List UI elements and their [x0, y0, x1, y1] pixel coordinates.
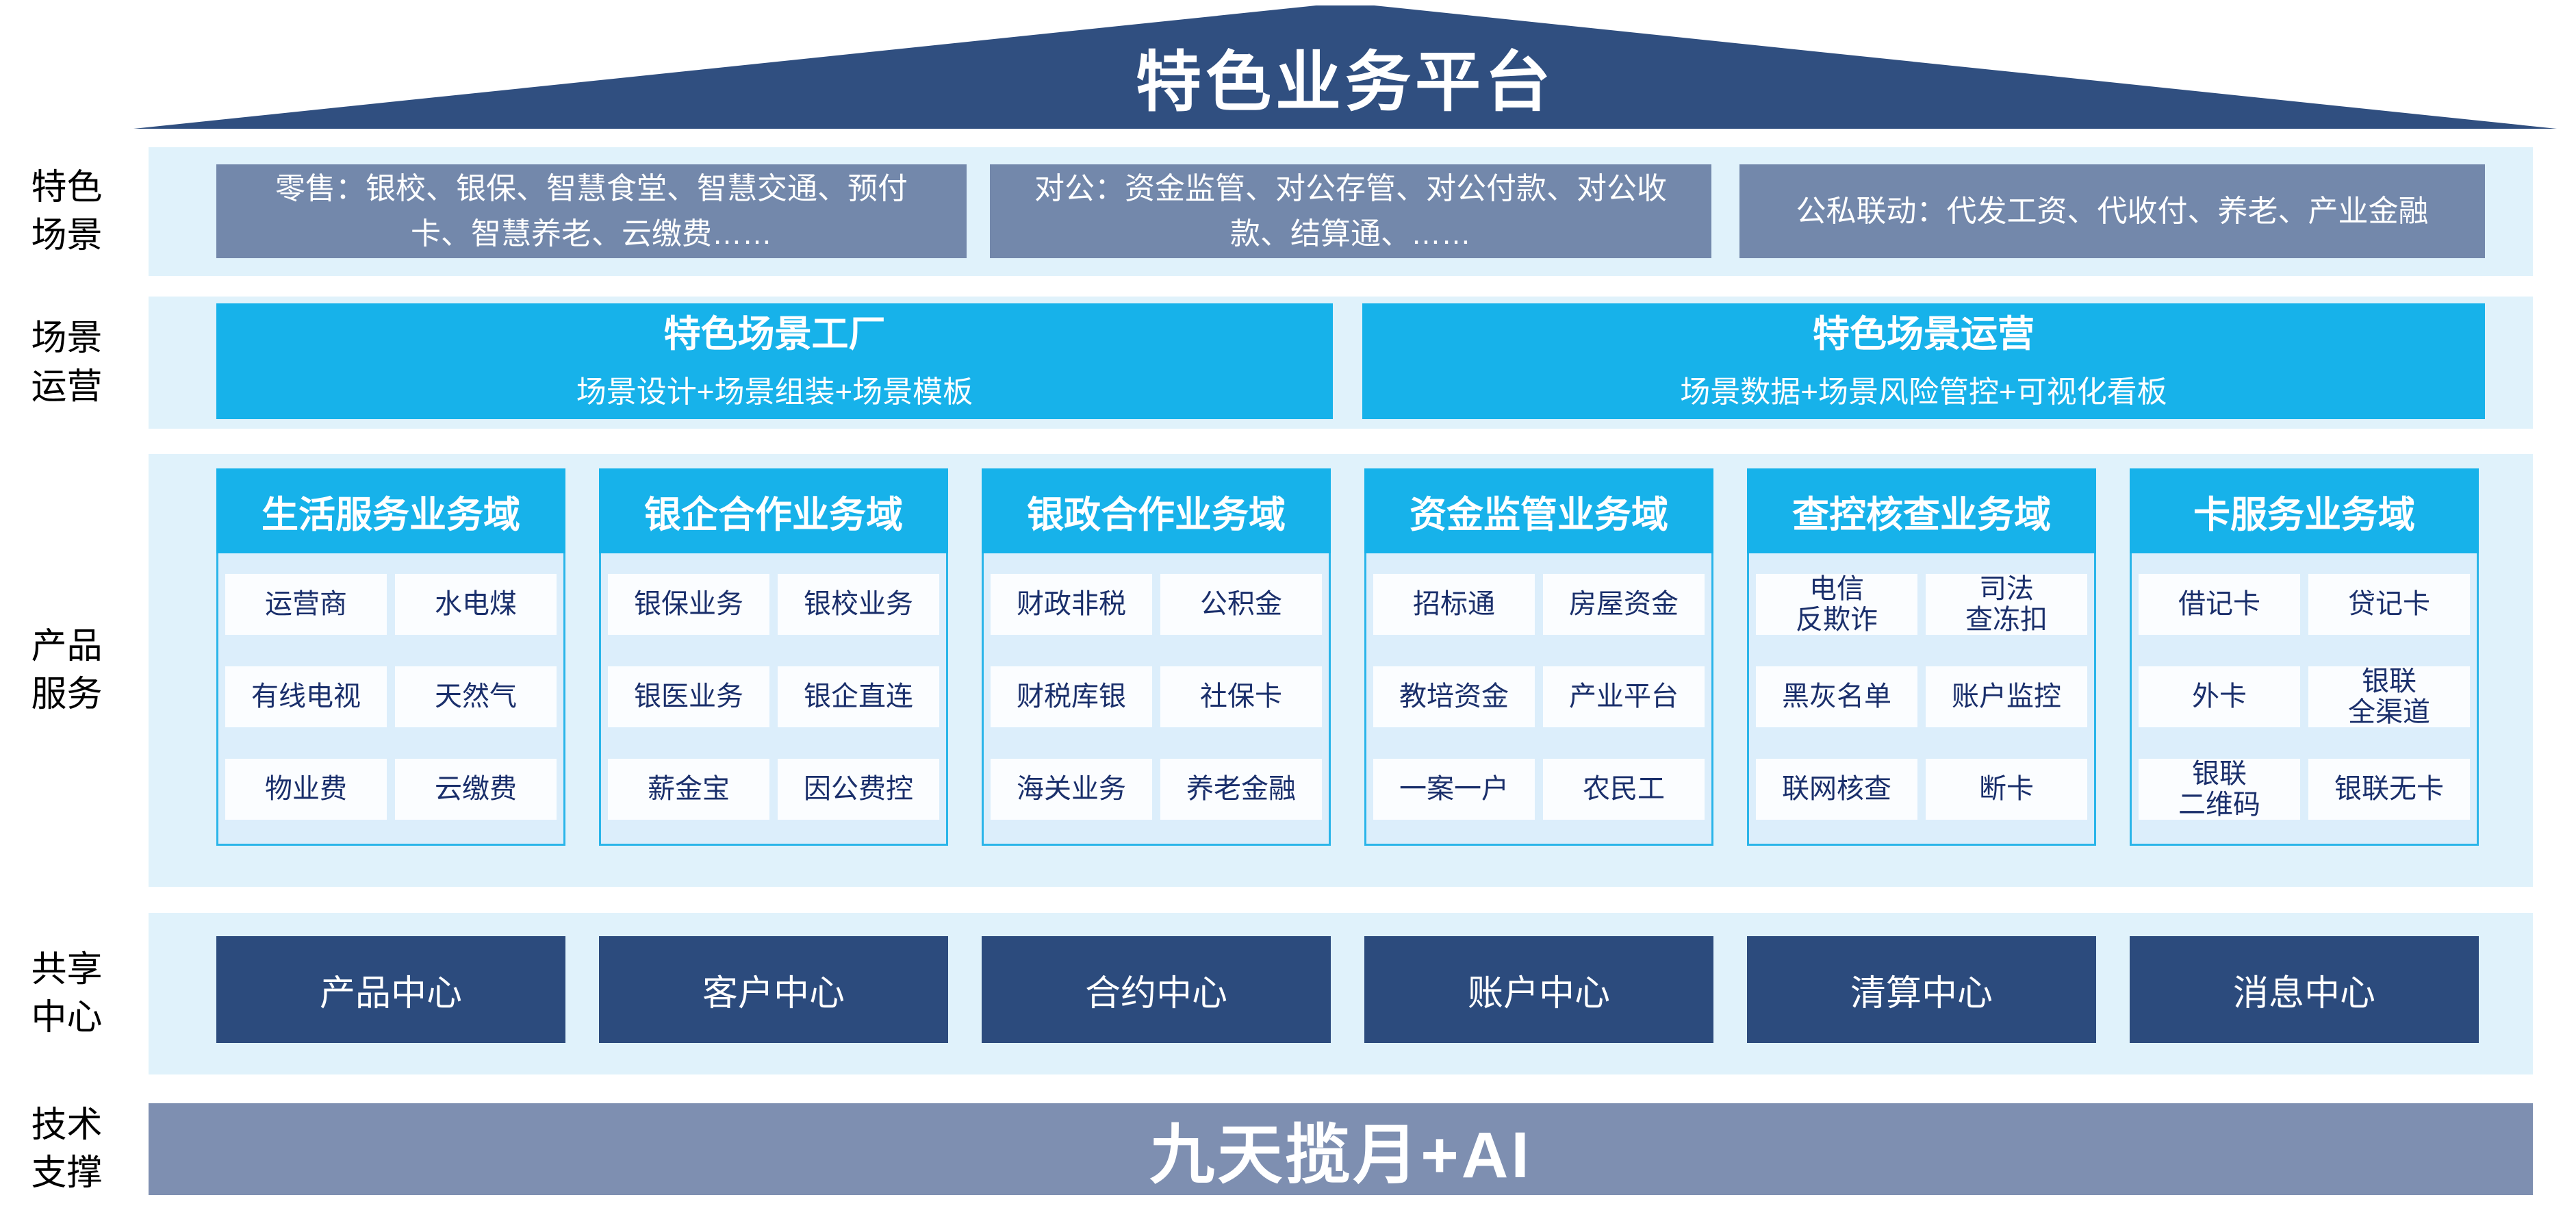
- scene-operation-title: 特色场景运营: [1813, 313, 2035, 355]
- domain-title: 银政合作业务域: [982, 468, 1331, 553]
- product-cell: 云缴费: [395, 759, 557, 820]
- product-cell: 农民工: [1543, 759, 1705, 820]
- row-label-scenes: 特色 场景: [31, 167, 103, 255]
- domain-body: 运营商 水电煤 有线电视 天然气 物业费 云缴费: [218, 553, 563, 820]
- band-shared-centers: 产品中心 客户中心 合约中心 账户中心 清算中心 消息中心: [149, 913, 2533, 1074]
- scene-factory-title: 特色场景工厂: [663, 313, 886, 355]
- band-scene-operation: 特色场景工厂 场景设计+场景组装+场景模板 特色场景运营 场景数据+场景风险管控…: [149, 297, 2533, 429]
- product-cell: 贷记卡: [2308, 574, 2470, 635]
- row-label-tech: 技术 支撑: [31, 1105, 103, 1193]
- platform-title: 特色业务平台: [1136, 46, 1555, 120]
- center-customer: 客户中心: [599, 936, 948, 1043]
- product-cell: 黑灰名单: [1756, 666, 1917, 727]
- product-cell: 断卡: [1926, 759, 2087, 820]
- domain-body: 招标通 房屋资金 教培资金 产业平台 一案一户 农民工: [1366, 553, 1711, 820]
- product-cell: 银校业务: [778, 574, 939, 635]
- product-cell: 产业平台: [1543, 666, 1705, 727]
- scene-box-corporate: 对公：资金监管、对公存管、对公付款、对公收 款、结算通、……: [990, 164, 1711, 258]
- row-label-products: 产品 服务: [31, 626, 103, 714]
- product-cell: 社保卡: [1160, 666, 1322, 727]
- scene-operation-subtitle: 场景数据+场景风险管控+可视化看板: [1680, 375, 2167, 409]
- domain-title: 生活服务业务域: [216, 468, 565, 553]
- center-clearing: 清算中心: [1747, 936, 2096, 1043]
- domain-title: 银企合作业务域: [599, 468, 948, 553]
- domain-card-services: 卡服务业务域 借记卡 贷记卡 外卡 银联 全渠道 银联 二维码 银联无卡: [2130, 468, 2479, 846]
- platform-roof: 特色业务平台: [133, 5, 2557, 129]
- product-cell: 海关业务: [991, 759, 1152, 820]
- product-cell: 外卡: [2139, 666, 2300, 727]
- center-account: 账户中心: [1364, 936, 1713, 1043]
- product-cell: 有线电视: [225, 666, 387, 727]
- product-cell: 天然气: [395, 666, 557, 727]
- domain-title: 卡服务业务域: [2130, 468, 2479, 553]
- product-cell: 银医业务: [608, 666, 769, 727]
- product-cell: 账户监控: [1926, 666, 2087, 727]
- domain-body: 借记卡 贷记卡 外卡 银联 全渠道 银联 二维码 银联无卡: [2132, 553, 2477, 820]
- band-product-services: 生活服务业务域 运营商 水电煤 有线电视 天然气 物业费 云缴费 银企合作业务域…: [149, 454, 2533, 887]
- scene-box-public-private: 公私联动：代发工资、代收付、养老、产业金融: [1739, 164, 2485, 258]
- domain-body: 财政非税 公积金 财税库银 社保卡 海关业务 养老金融: [984, 553, 1329, 820]
- domain-title: 查控核查业务域: [1747, 468, 2096, 553]
- scene-box-retail: 零售：银校、银保、智慧食堂、智慧交通、预付 卡、智慧养老、云缴费……: [216, 164, 967, 258]
- center-message: 消息中心: [2130, 936, 2479, 1043]
- product-cell: 司法 查冻扣: [1926, 574, 2087, 635]
- domain-fund-supervision: 资金监管业务域 招标通 房屋资金 教培资金 产业平台 一案一户 农民工: [1364, 468, 1713, 846]
- center-contract: 合约中心: [982, 936, 1331, 1043]
- product-cell: 房屋资金: [1543, 574, 1705, 635]
- scene-factory-box: 特色场景工厂 场景设计+场景组装+场景模板: [216, 303, 1333, 419]
- product-cell: 运营商: [225, 574, 387, 635]
- center-product: 产品中心: [216, 936, 565, 1043]
- product-cell: 银联无卡: [2308, 759, 2470, 820]
- product-cell: 教培资金: [1373, 666, 1535, 727]
- domain-title: 资金监管业务域: [1364, 468, 1713, 553]
- tech-support-bar: 九天揽月+AI: [149, 1103, 2533, 1195]
- scene-operation-box: 特色场景运营 场景数据+场景风险管控+可视化看板: [1362, 303, 2485, 419]
- product-cell: 因公费控: [778, 759, 939, 820]
- product-cell: 借记卡: [2139, 574, 2300, 635]
- scene-factory-subtitle: 场景设计+场景组装+场景模板: [576, 375, 973, 409]
- product-cell: 电信 反欺诈: [1756, 574, 1917, 635]
- product-cell: 一案一户: [1373, 759, 1535, 820]
- row-label-shared: 共享 中心: [31, 949, 103, 1038]
- domain-body: 银保业务 银校业务 银医业务 银企直连 薪金宝 因公费控: [601, 553, 946, 820]
- row-label-operation: 场景 运营: [31, 318, 103, 407]
- domain-bank-enterprise: 银企合作业务域 银保业务 银校业务 银医业务 银企直连 薪金宝 因公费控: [599, 468, 948, 846]
- product-cell: 薪金宝: [608, 759, 769, 820]
- product-cell: 财政非税: [991, 574, 1152, 635]
- product-cell: 财税库银: [991, 666, 1152, 727]
- domain-inquiry-control: 查控核查业务域 电信 反欺诈 司法 查冻扣 黑灰名单 账户监控 联网核查 断卡: [1747, 468, 2096, 846]
- product-cell: 银联 全渠道: [2308, 666, 2470, 727]
- domain-body: 电信 反欺诈 司法 查冻扣 黑灰名单 账户监控 联网核查 断卡: [1749, 553, 2094, 820]
- product-cell: 公积金: [1160, 574, 1322, 635]
- band-featured-scenes: 零售：银校、银保、智慧食堂、智慧交通、预付 卡、智慧养老、云缴费…… 对公：资金…: [149, 147, 2533, 276]
- domain-bank-government: 银政合作业务域 财政非税 公积金 财税库银 社保卡 海关业务 养老金融: [982, 468, 1331, 846]
- product-cell: 招标通: [1373, 574, 1535, 635]
- product-cell: 银联 二维码: [2139, 759, 2300, 820]
- tech-support-title: 九天揽月+AI: [1149, 1118, 1532, 1192]
- domain-life-services: 生活服务业务域 运营商 水电煤 有线电视 天然气 物业费 云缴费: [216, 468, 565, 846]
- product-cell: 银企直连: [778, 666, 939, 727]
- product-cell: 联网核查: [1756, 759, 1917, 820]
- product-cell: 银保业务: [608, 574, 769, 635]
- product-cell: 物业费: [225, 759, 387, 820]
- product-cell: 水电煤: [395, 574, 557, 635]
- product-cell: 养老金融: [1160, 759, 1322, 820]
